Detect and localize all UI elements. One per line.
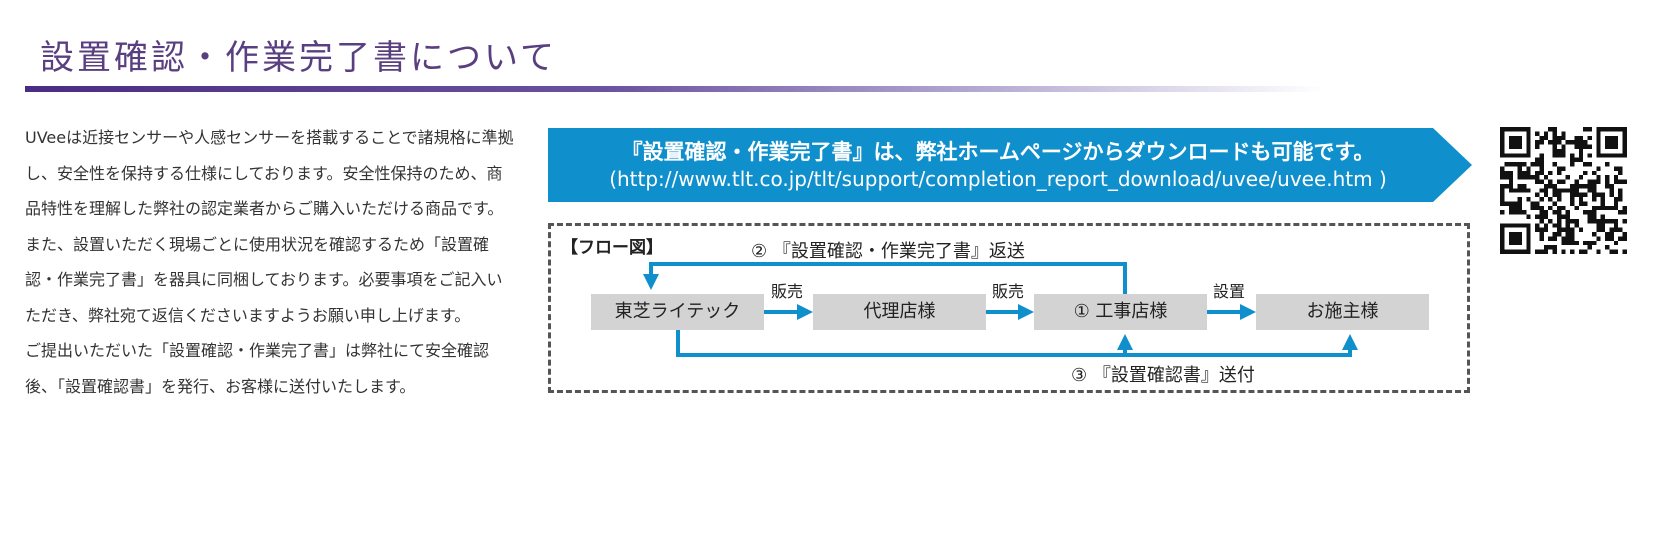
- intro-text: UVeeは近接センサーや人感センサーを搭載することで諸規格に準拠し、安全性を保持…: [25, 120, 515, 404]
- intro-paragraph: ご提出いただいた「設置確認・作業完了書」は弊社にて安全確認後、「設置確認書」を発…: [25, 341, 490, 396]
- flow-diagram: 【フロー図】 ② 『設置確認・作業完了書』返送 東芝ライテック 代理店様 ① 工…: [548, 223, 1470, 393]
- send-certificate-label: ③ 『設置確認書』送付: [1071, 365, 1255, 386]
- qr-code-icon[interactable]: [1500, 127, 1627, 254]
- flow-arrows: [643, 262, 1358, 357]
- intro-paragraph: UVeeは近接センサーや人感センサーを搭載することで諸規格に準拠し、安全性を保持…: [25, 128, 514, 325]
- title-underline: [25, 86, 1325, 92]
- return-report-arrow: [643, 262, 1127, 294]
- node-toshiba-lighting: 東芝ライテック: [591, 294, 764, 330]
- send-certificate-arrow: [676, 330, 1358, 357]
- node-contractor: ① 工事店様: [1034, 294, 1207, 330]
- node-owner: お施主様: [1256, 294, 1429, 330]
- flow-label: 【フロー図】: [561, 238, 663, 258]
- qr-code-graphic: [1500, 127, 1627, 254]
- banner-heading: 『設置確認・作業完了書』は、弊社ホームページからダウンロードも可能です。: [621, 140, 1375, 164]
- download-banner: 『設置確認・作業完了書』は、弊社ホームページからダウンロードも可能です。 (ht…: [548, 128, 1472, 202]
- node-agency: 代理店様: [813, 294, 986, 330]
- banner-arrow-shape: [548, 128, 1472, 202]
- edge-label-install: 設置: [1213, 282, 1246, 301]
- edge-label-sale-1: 販売: [771, 282, 804, 301]
- return-report-label: ② 『設置確認・作業完了書』返送: [751, 241, 1025, 262]
- download-url-link[interactable]: (http://www.tlt.co.jp/tlt/support/comple…: [609, 167, 1387, 191]
- page-title: 設置確認・作業完了書について: [40, 38, 557, 78]
- edge-label-sale-2: 販売: [992, 282, 1025, 301]
